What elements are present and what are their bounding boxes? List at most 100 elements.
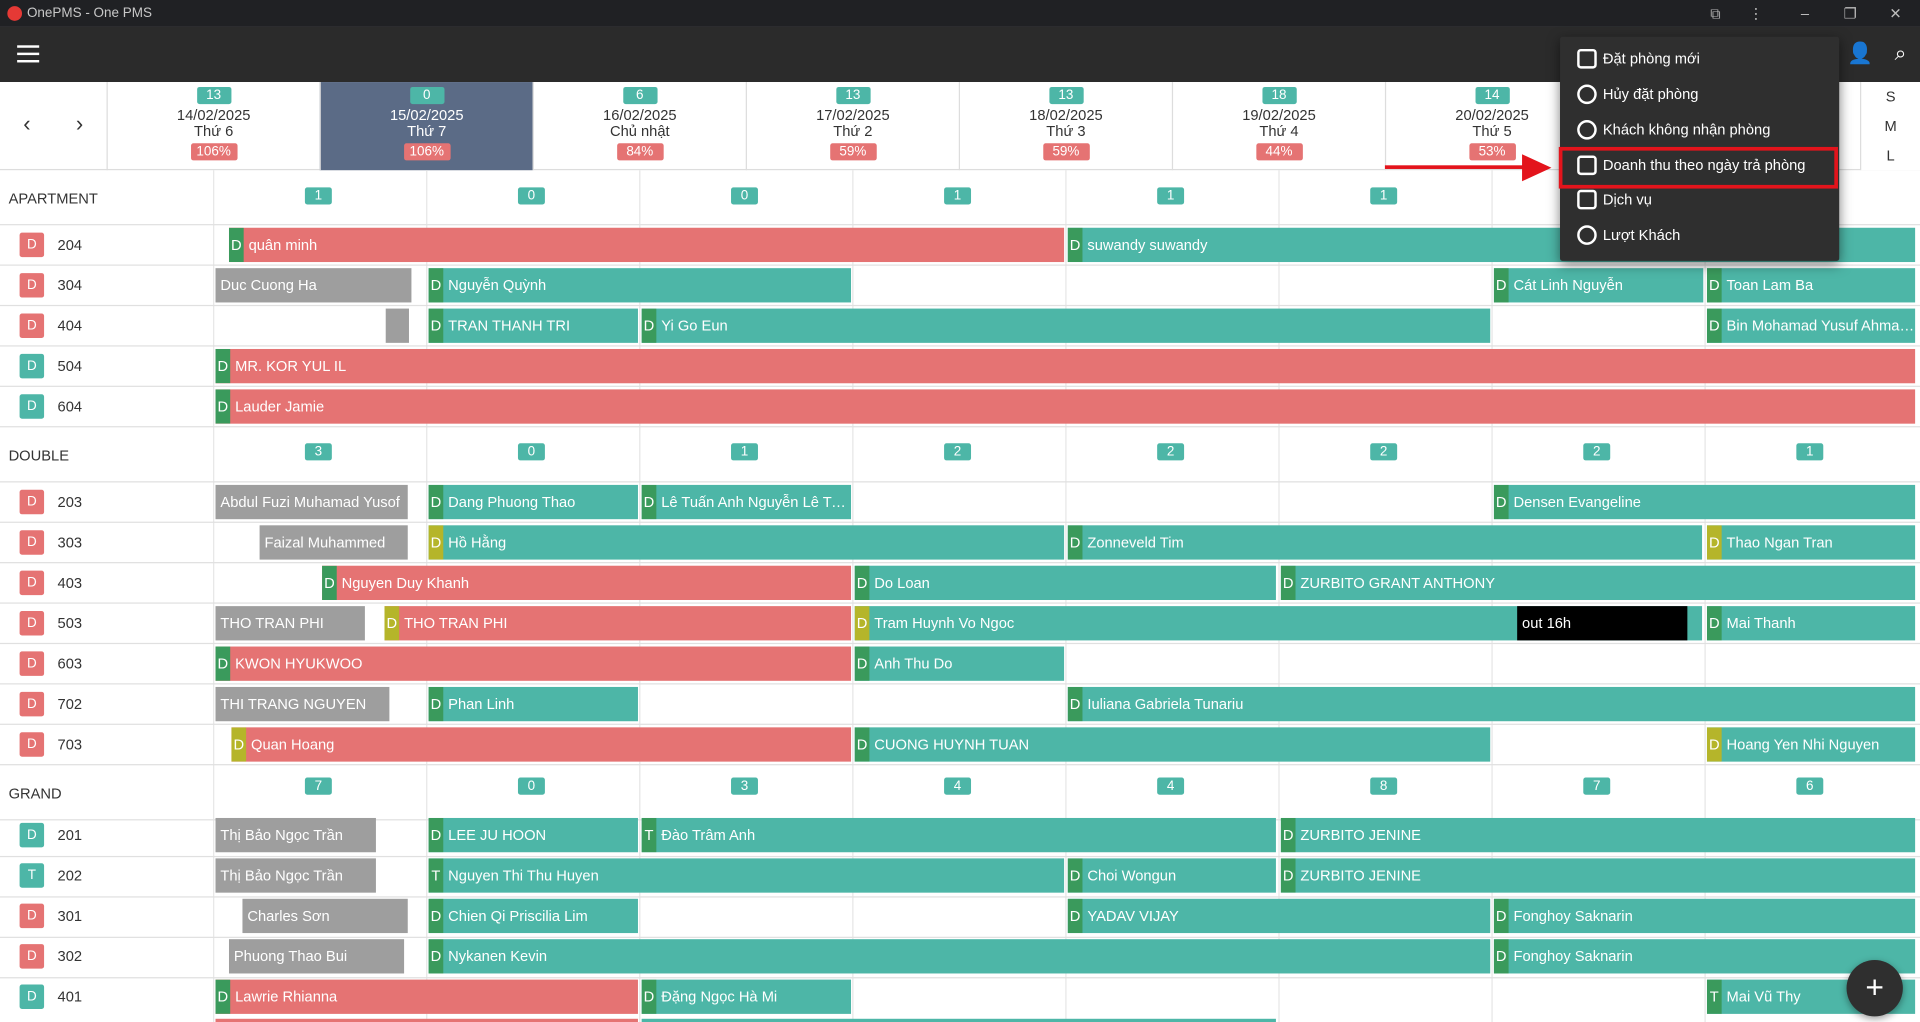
add-user-icon[interactable]: 👤 [1847, 41, 1873, 65]
menu-item-no-show[interactable]: Khách không nhận phòng [1560, 113, 1839, 147]
day-count-badge: 13 [1048, 86, 1084, 105]
menu-item-guest-visits[interactable]: Lượt Khách [1560, 218, 1839, 252]
menu-item-cancel-booking[interactable]: Hủy đặt phòng [1560, 77, 1839, 111]
day-column[interactable]: 13 18/02/2025 Thứ 3 59% [958, 82, 1172, 171]
day-column[interactable]: 13 17/02/2025 Thứ 2 59% [745, 82, 959, 171]
block-icon [1577, 120, 1597, 140]
booking-bar[interactable] [385, 308, 409, 343]
day-count-badge: 13 [835, 86, 871, 105]
day-column[interactable]: 14 20/02/2025 Thứ 5 53% [1384, 82, 1598, 171]
booking-bar[interactable] [641, 1018, 1276, 1022]
booking-bar[interactable]: Thị Bảo Ngọc Trần [215, 817, 376, 853]
availability-badge: 6 [1796, 777, 1824, 795]
app-logo-icon [7, 6, 23, 21]
size-small-button[interactable]: S [1885, 88, 1896, 106]
menu-item-revenue-by-checkout[interactable]: Doanh thu theo ngày trả phòng [1560, 148, 1839, 182]
booking-bar[interactable]: Duc Cuong Ha [215, 268, 412, 303]
size-medium-button[interactable]: M [1884, 117, 1897, 135]
extension-icon[interactable]: ⧉ [1710, 4, 1721, 23]
menu-item-new-booking[interactable]: Đặt phòng mới [1560, 42, 1839, 76]
search-icon[interactable]: ⌕ [1894, 41, 1907, 65]
size-large-button[interactable]: L [1886, 146, 1895, 165]
next-week-button[interactable]: › [75, 111, 84, 136]
occupancy-badge: 106% [190, 143, 237, 161]
booking-bar[interactable]: Abdul Fuzi Muhamad Yusof [215, 484, 408, 520]
availability-badge: 4 [1157, 777, 1185, 795]
day-weekday: Thứ 6 [194, 122, 234, 140]
close-icon[interactable]: ✕ [1889, 4, 1902, 23]
add-booking-fab[interactable]: + [1846, 960, 1903, 1017]
menu-hamburger-icon[interactable] [17, 45, 40, 63]
booking-bar[interactable]: THO TRAN PHI [215, 606, 365, 641]
availability-badge: 7 [304, 777, 332, 795]
day-column-selected[interactable]: 0 15/02/2025 Thứ 7 106% [319, 82, 533, 171]
day-column[interactable]: 18 19/02/2025 Thứ 4 44% [1171, 82, 1385, 171]
booking-bar[interactable] [215, 1018, 638, 1022]
availability-badge: 0 [731, 187, 758, 205]
room-status-badge: D [19, 903, 45, 929]
booking-bar[interactable]: Charles Sơn [242, 898, 408, 934]
availability-badge: 7 [1583, 777, 1611, 795]
booking-bar[interactable]: THI TRANG NGUYEN [215, 686, 390, 722]
room-type-label: GRAND [8, 784, 62, 803]
occupancy-badge: 59% [1042, 143, 1090, 161]
minimize-icon[interactable]: – [1800, 4, 1810, 23]
day-column[interactable]: 13 14/02/2025 Thứ 6 106% [106, 82, 320, 171]
room-status-badge: D [19, 732, 45, 757]
day-column[interactable]: 6 16/02/2025 Chủ nhật 84% [532, 82, 746, 171]
booking-bar[interactable]: Faizal Muhammed [259, 525, 408, 560]
prev-week-button[interactable]: ‹ [23, 111, 31, 136]
booking-bar[interactable]: Phuong Thao Bui [228, 939, 405, 974]
day-date: 14/02/2025 [176, 106, 251, 124]
more-options-icon[interactable]: ⋮ [1748, 4, 1764, 23]
maximize-icon[interactable]: ❐ [1843, 4, 1857, 23]
day-count-badge: 14 [1474, 86, 1510, 105]
room-status-badge: D [19, 691, 45, 717]
menu-item-services[interactable]: Dịch vụ [1560, 182, 1839, 216]
booking-bar[interactable]: Thị Bảo Ngọc Trần [215, 858, 376, 893]
